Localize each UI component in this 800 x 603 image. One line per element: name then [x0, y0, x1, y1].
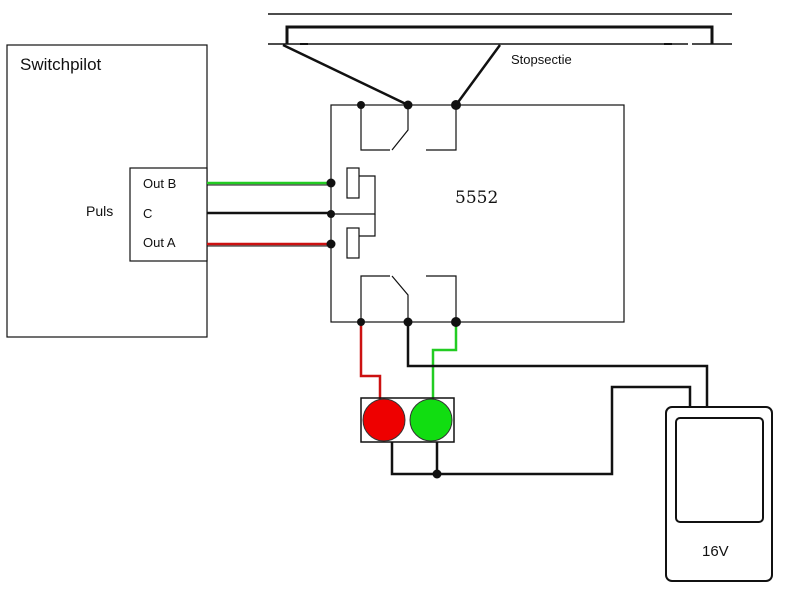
- output-terminal-block: [129, 167, 208, 262]
- power-supply-label: 16V: [702, 543, 729, 560]
- led-holder: [360, 397, 455, 443]
- stopsectie-label: Stopsectie: [511, 52, 572, 67]
- upper-relay-contacts: [360, 105, 457, 151]
- coil-b: [331, 167, 376, 215]
- red-led-wire: [359, 322, 382, 400]
- c-label: C: [143, 206, 152, 221]
- puls-label: Puls: [86, 203, 113, 219]
- junction-dots: [326, 100, 461, 479]
- coil-a: [346, 214, 376, 259]
- power-supply-16v: [665, 406, 773, 582]
- rail-feed-wires: [282, 43, 502, 107]
- common-power-wire: [406, 322, 709, 407]
- red-led: [362, 398, 406, 442]
- lower-relay-contacts: [360, 275, 457, 322]
- stopsectie-rail-section: [285, 25, 714, 44]
- led-return-wire: [390, 442, 439, 476]
- power-return-wire: [437, 385, 692, 476]
- green-led-wire: [431, 322, 458, 400]
- switchpilot-title: Switchpilot: [20, 55, 102, 74]
- module-5552-label: 5552: [455, 188, 498, 208]
- out-b-label: Out B: [143, 176, 176, 191]
- green-led: [409, 398, 453, 442]
- out-a-label: Out A: [143, 235, 176, 250]
- track-rails: [268, 13, 732, 45]
